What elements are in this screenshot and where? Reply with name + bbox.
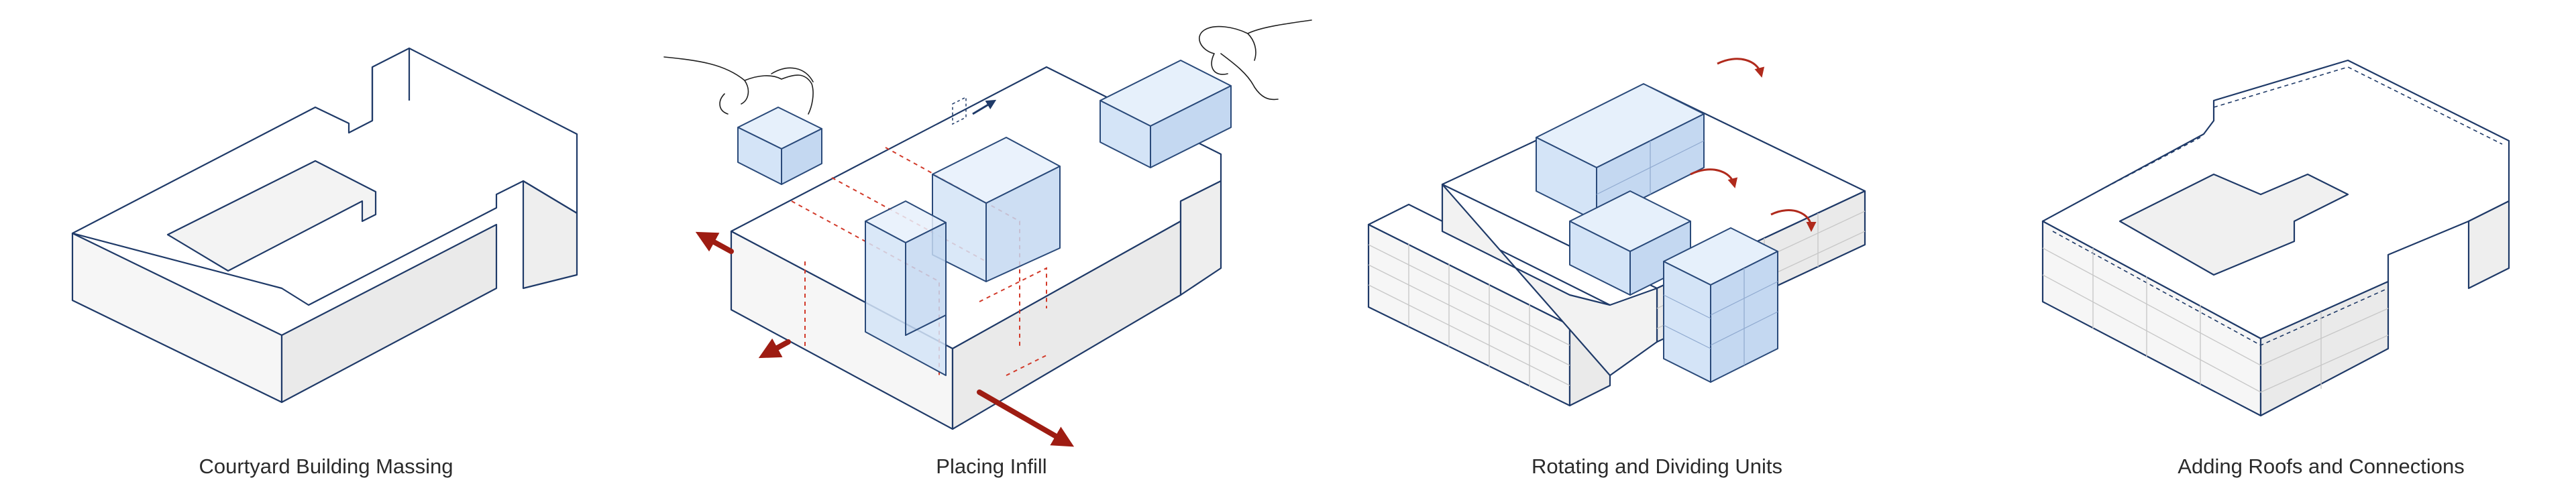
hand-icon xyxy=(1199,19,1312,101)
tall-wing-edge xyxy=(371,48,411,121)
caption-step-4: Adding Roofs and Connections xyxy=(2178,455,2464,478)
roof-right-face xyxy=(2259,280,2390,417)
units-mid-face xyxy=(1441,183,1658,377)
courtyard-opening xyxy=(166,160,377,272)
panel-courtyard-massing xyxy=(71,47,578,404)
caption-step-2: Placing Infill xyxy=(936,455,1046,478)
infill-volumes xyxy=(865,137,1061,376)
roof-dashed-parapet xyxy=(2052,66,2503,346)
roof-wing-face xyxy=(2467,200,2510,290)
hand-held-block-left xyxy=(737,107,822,185)
hand-icon xyxy=(663,56,814,115)
infill-tall-right xyxy=(985,166,1061,282)
blue-arrow-icon xyxy=(952,96,997,125)
roof-courtyard xyxy=(2118,173,2349,276)
panel-roofs-connections xyxy=(2041,59,2510,417)
courtyard-right-face xyxy=(280,223,498,404)
infill-wing-face xyxy=(1179,180,1222,296)
hand-held-block-right xyxy=(1099,60,1232,168)
infill-low-right xyxy=(905,222,947,336)
roof-grid xyxy=(2042,247,2389,393)
tall-wing-face xyxy=(522,180,578,290)
caption-step-1: Courtyard Building Massing xyxy=(199,455,453,478)
red-arrow-icon xyxy=(695,231,1075,447)
rotation-arrow-icon xyxy=(1690,58,1817,232)
rotated-units-grid xyxy=(1596,140,1778,365)
caption-step-3: Rotating and Dividing Units xyxy=(1532,455,1782,478)
